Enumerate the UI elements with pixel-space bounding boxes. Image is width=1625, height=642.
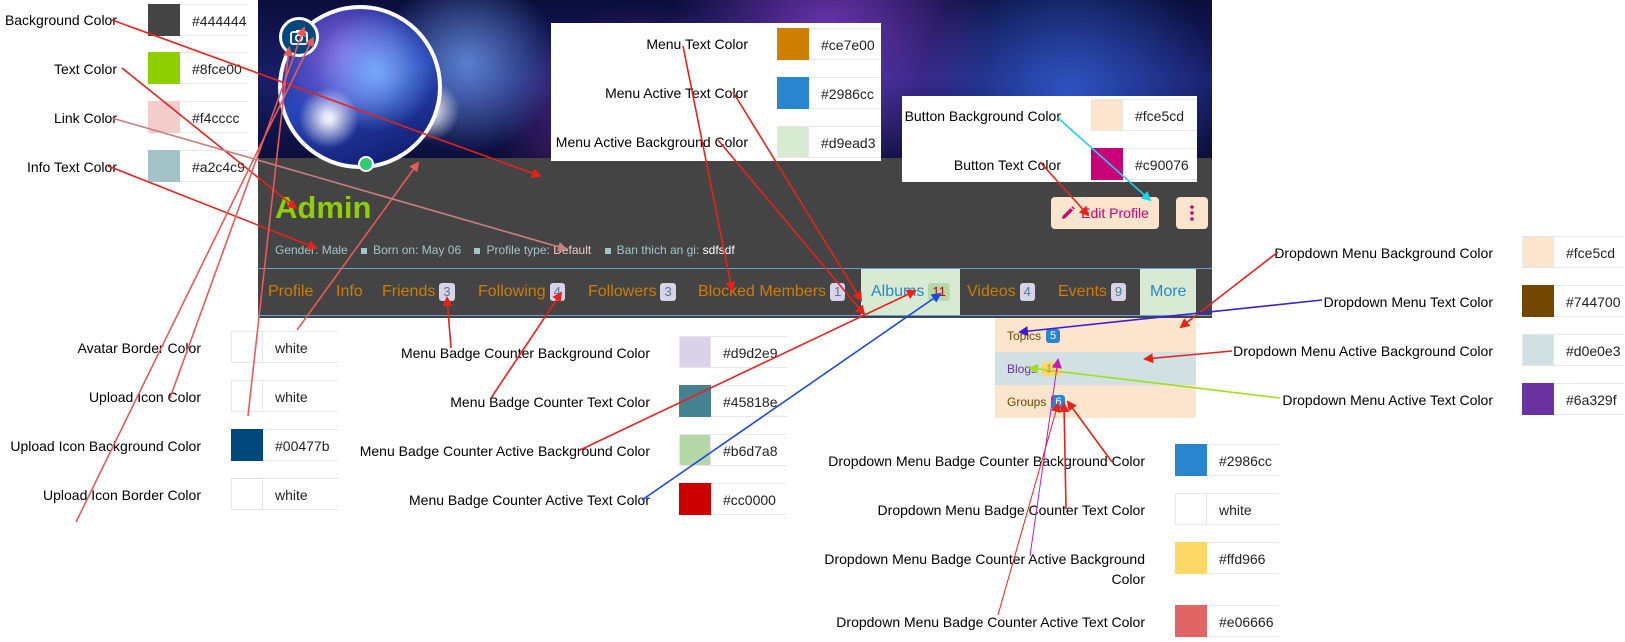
swatch-dropdown-badge-active-background-color[interactable] xyxy=(1175,542,1207,574)
value-upload-icon-color[interactable]: white xyxy=(263,380,339,412)
label-menu-badge-background-color: Menu Badge Counter Background Color xyxy=(400,345,650,361)
value-menu-text-color[interactable]: #ce7e00 xyxy=(809,28,881,60)
swatch-dropdown-active-text-color[interactable] xyxy=(1522,383,1554,415)
value-dropdown-active-background-color[interactable]: #d0e0e3 xyxy=(1554,334,1624,366)
value-button-background-color[interactable]: #fce5cd xyxy=(1123,99,1197,131)
label-upload-icon-border-color: Upload Icon Border Color xyxy=(43,487,201,503)
label-dropdown-active-background-color: Dropdown Menu Active Background Color xyxy=(1233,343,1493,359)
value-background-color[interactable]: #444444 xyxy=(180,4,248,36)
label-menu-badge-text-color: Menu Badge Counter Text Color xyxy=(450,394,650,410)
bullet-square xyxy=(474,247,481,254)
swatch-background-color[interactable] xyxy=(148,4,180,36)
swatch-dropdown-text-color[interactable] xyxy=(1522,285,1554,317)
label-link-color: Link Color xyxy=(53,110,117,126)
swatch-info-text-color[interactable] xyxy=(148,150,180,182)
pencil-icon xyxy=(1062,206,1075,219)
label-upload-icon-background-color: Upload Icon Background Color xyxy=(10,438,201,454)
more-options-button[interactable] xyxy=(1176,197,1208,229)
info-custom-field: Ban thich an gi: sdfsdf xyxy=(604,243,735,257)
value-dropdown-badge-active-background-color[interactable]: #ffd966 xyxy=(1207,542,1279,574)
tab-info[interactable]: Info xyxy=(336,283,363,300)
value-upload-icon-border-color[interactable]: white xyxy=(263,478,339,510)
label-dropdown-badge-text-color: Dropdown Menu Badge Counter Text Color xyxy=(877,502,1145,518)
label-button-background-color: Button Background Color xyxy=(904,108,1061,124)
label-dropdown-text-color: Dropdown Menu Text Color xyxy=(1323,294,1493,310)
value-menu-badge-active-text-color[interactable]: #cc0000 xyxy=(711,483,787,515)
label-info-text-color: Info Text Color xyxy=(26,159,117,175)
swatch-button-background-color[interactable] xyxy=(1091,99,1123,131)
swatch-menu-active-text-color[interactable] xyxy=(777,77,809,109)
info-born: Born on: May 06 xyxy=(361,243,461,257)
label-upload-icon-color: Upload Icon Color xyxy=(88,389,201,405)
value-dropdown-badge-background-color[interactable]: #2986cc xyxy=(1207,444,1279,476)
swatch-menu-text-color[interactable] xyxy=(777,28,809,60)
label-dropdown-active-text-color: Dropdown Menu Active Text Color xyxy=(1282,392,1493,408)
label-menu-badge-active-background-color: Menu Badge Counter Active Background Col… xyxy=(359,443,650,459)
value-menu-badge-active-background-color[interactable]: #b6d7a8 xyxy=(711,434,787,466)
value-menu-badge-text-color[interactable]: #45818e xyxy=(711,385,787,417)
value-text-color[interactable]: #8fce00 xyxy=(180,52,248,84)
value-menu-badge-background-color[interactable]: #d9d2e9 xyxy=(711,336,787,368)
swatch-button-text-color[interactable] xyxy=(1091,148,1123,180)
swatch-dropdown-badge-active-text-color[interactable] xyxy=(1175,605,1207,637)
label-button-text-color: Button Text Color xyxy=(953,157,1061,173)
value-info-text-color[interactable]: #a2c4c9 xyxy=(180,150,248,182)
swatch-text-color[interactable] xyxy=(148,52,180,84)
value-dropdown-badge-active-text-color[interactable]: #e06666 xyxy=(1207,605,1279,637)
swatch-upload-icon-border-color[interactable] xyxy=(231,478,263,510)
value-dropdown-background-color[interactable]: #fce5cd xyxy=(1554,236,1624,268)
swatch-menu-active-background-color[interactable] xyxy=(777,126,809,158)
swatch-menu-badge-background-color[interactable] xyxy=(679,336,711,368)
label-background-color: Background Color xyxy=(4,12,117,28)
value-menu-active-text-color[interactable]: #2986cc xyxy=(809,77,881,109)
swatch-menu-badge-active-background-color[interactable] xyxy=(679,434,711,466)
bullet-square xyxy=(361,247,368,254)
menu-badge: 3 xyxy=(660,283,676,301)
button-colors-card xyxy=(902,96,1197,182)
value-menu-active-background-color[interactable]: #d9ead3 xyxy=(809,126,881,158)
dropdown-badge: 5 xyxy=(1046,328,1061,343)
label-menu-active-background-color: Menu Active Background Color xyxy=(555,134,748,150)
swatch-avatar-border-color[interactable] xyxy=(231,331,263,363)
value-button-text-color[interactable]: #c90076 xyxy=(1123,148,1197,180)
swatch-upload-icon-background-color[interactable] xyxy=(231,429,263,461)
label-dropdown-background-color: Dropdown Menu Background Color xyxy=(1274,245,1493,261)
label-menu-badge-active-text-color: Menu Badge Counter Active Text Color xyxy=(409,492,650,508)
label-dropdown-badge-active-text-color: Dropdown Menu Badge Counter Active Text … xyxy=(836,614,1145,630)
value-dropdown-active-text-color[interactable]: #6a329f xyxy=(1554,383,1624,415)
swatch-link-color[interactable] xyxy=(148,101,180,133)
value-upload-icon-background-color[interactable]: #00477b xyxy=(263,429,339,461)
value-link-color[interactable]: #f4cccc xyxy=(180,101,248,133)
swatch-dropdown-badge-background-color[interactable] xyxy=(1175,444,1207,476)
menu-colors-card xyxy=(551,23,881,161)
vertical-dots-icon xyxy=(1190,205,1194,221)
value-dropdown-text-color[interactable]: #744700 xyxy=(1554,285,1624,317)
tab-more[interactable]: More xyxy=(1140,269,1197,315)
swatch-dropdown-active-background-color[interactable] xyxy=(1522,334,1554,366)
swatch-dropdown-background-color[interactable] xyxy=(1522,236,1554,268)
tab-profile[interactable]: Profile xyxy=(268,283,314,300)
label-avatar-border-color: Avatar Border Color xyxy=(77,340,201,356)
label-dropdown-badge-active-background-color: Dropdown Menu Badge Counter Active Backg… xyxy=(824,551,1145,587)
bullet-square xyxy=(604,247,611,254)
swatch-menu-badge-active-text-color[interactable] xyxy=(679,483,711,515)
menu-badge: 4 xyxy=(1019,283,1035,301)
label-text-color: Text Color xyxy=(53,61,117,77)
swatch-upload-icon-color[interactable] xyxy=(231,380,263,412)
label-menu-text-color: Menu Text Color xyxy=(646,36,748,52)
online-status-dot xyxy=(358,156,374,172)
menu-badge: 9 xyxy=(1110,283,1127,301)
label-menu-active-text-color: Menu Active Text Color xyxy=(605,85,748,101)
swatch-dropdown-badge-text-color[interactable] xyxy=(1175,493,1207,525)
edit-profile-button[interactable]: Edit Profile xyxy=(1051,197,1159,229)
value-dropdown-badge-text-color[interactable]: white xyxy=(1207,493,1279,525)
value-avatar-border-color[interactable]: white xyxy=(263,331,339,363)
